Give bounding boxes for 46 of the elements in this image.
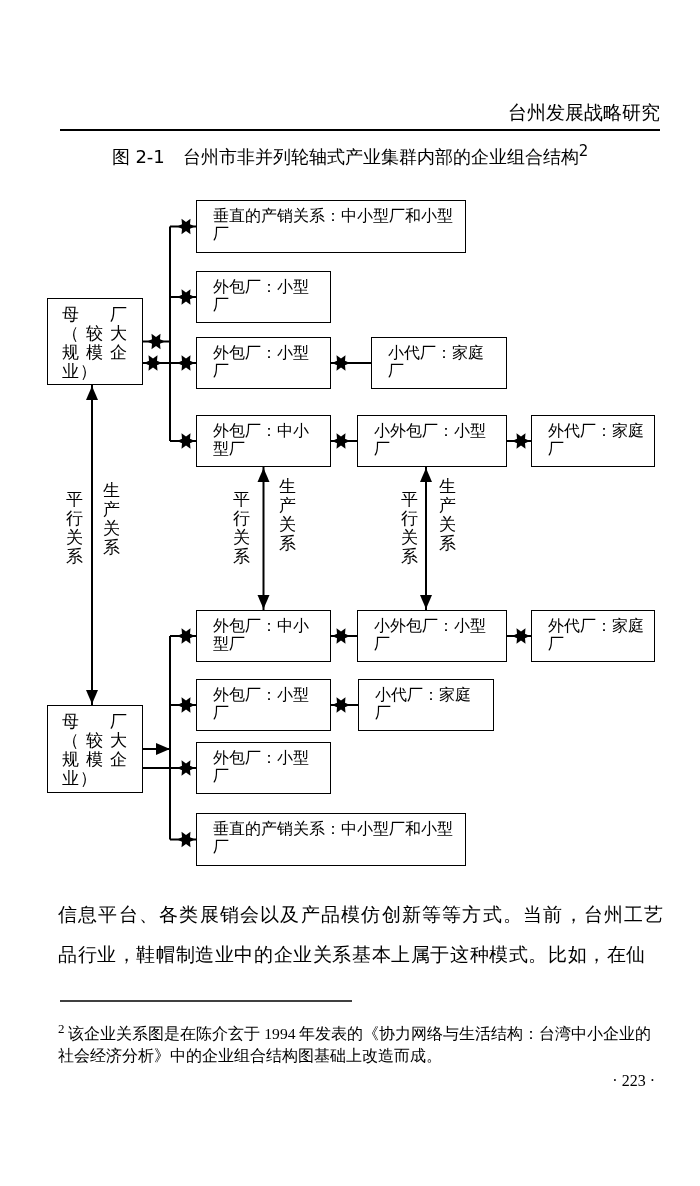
factory-box: 外代厂：家庭厂 (531, 415, 655, 467)
company-box: 母厂（较大规模企业） (47, 705, 143, 793)
connector (506, 628, 532, 644)
factory-box: 外包厂：小型厂 (196, 271, 331, 323)
connector (420, 466, 432, 611)
connector (142, 355, 197, 371)
connector (142, 635, 171, 841)
factory-box: 垂直的产销关系：中小型厂和小型厂 (196, 200, 466, 253)
factory-box: 外包厂：中小型厂 (196, 610, 331, 662)
edge-label: 生产关系 (439, 476, 457, 553)
connector (169, 433, 197, 449)
factory-box: 小代厂：家庭厂 (371, 337, 507, 389)
edge-label: 生产关系 (279, 476, 297, 553)
connector (506, 433, 532, 449)
edge-label: 生产关系 (103, 481, 121, 557)
factory-box: 小代厂：家庭厂 (358, 679, 494, 731)
relation-label: 平行关系 (401, 490, 419, 566)
connector (330, 433, 358, 449)
page-number: · 223 · (612, 1072, 655, 1090)
connector (169, 697, 197, 713)
factory-box: 外包厂：中小型厂 (196, 415, 331, 467)
relation-label: 平行关系 (66, 490, 84, 566)
connector (169, 628, 197, 644)
factory-box: 外代厂：家庭厂 (531, 610, 655, 662)
running-header: 台州发展战略研究 (508, 100, 660, 125)
body-text: 信息平台、各类展销会以及产品模仿创新等等方式。当前，台州工艺品行业，鞋帽制造业中的企业关系基本上属于这种模式。比如，在仙 (58, 903, 664, 967)
connector (142, 225, 171, 442)
figure-title: 图 2-1 台州市非并列轮轴式产业集群内部的企业组合结构$^{2}$ (110, 142, 590, 169)
connector (257, 466, 270, 611)
factory-box: 外包厂：小型厂 (196, 679, 331, 731)
factory-box: 小外包厂：小型厂 (357, 610, 507, 662)
connector (330, 697, 359, 713)
factory-box: 垂直的产销关系：中小型厂和小型厂 (196, 813, 466, 866)
connector (86, 384, 98, 706)
relation-label: 平行关系 (233, 490, 251, 566)
factory-box: 小外包厂：小型厂 (357, 415, 507, 467)
connector (330, 355, 372, 371)
factory-box: 外包厂：小型厂 (196, 742, 331, 794)
connector (142, 760, 197, 776)
connector (169, 289, 197, 305)
footnote: $^{2}$ 该企业关系图是在陈介玄于 1994 年发表的《协力网络与生活结构：台湾中小企业的社会经济分析》中的企业组合结构图基础上改造而成。 (58, 1020, 653, 1067)
factory-box: 外包厂：小型厂 (196, 337, 331, 389)
connector (330, 628, 358, 644)
connector (169, 831, 197, 848)
company-box: 母厂（较大规模企业） (47, 298, 143, 385)
connector (169, 218, 197, 235)
